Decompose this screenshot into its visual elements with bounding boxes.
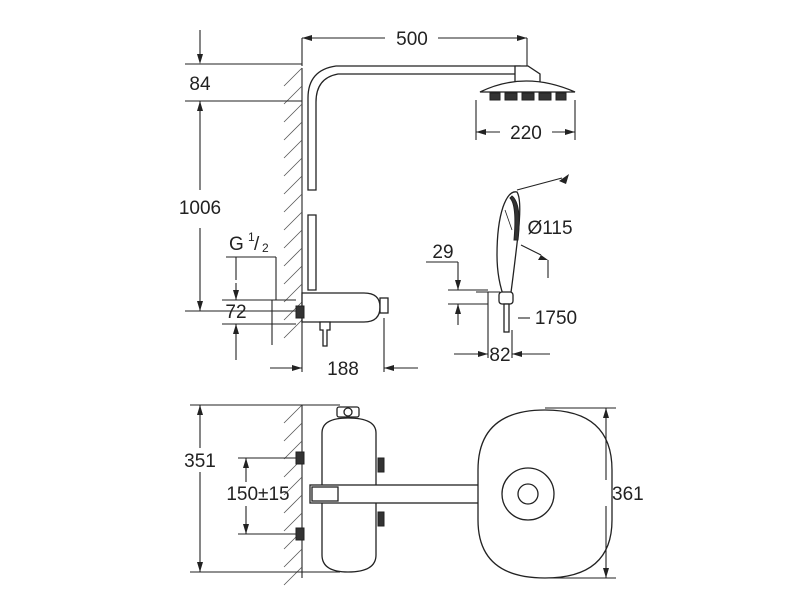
shower-head-nozzles [489, 92, 567, 101]
hand-shower-detail: Ø115 29 1750 82 [426, 174, 577, 366]
hand-shower-holder [498, 291, 514, 305]
dim-hand-shower-diameter: Ø115 [527, 218, 572, 239]
plate-center [517, 483, 539, 505]
dim-inlet-spacing: 150±15 [226, 484, 289, 505]
shower-head-body [479, 80, 576, 93]
dim-head-diameter: 220 [510, 123, 542, 144]
riser-lower [307, 214, 317, 291]
hand-shower-face [509, 195, 520, 241]
knob-lower [377, 511, 385, 527]
dim-top-offset: 84 [189, 74, 211, 95]
wall-hatching [283, 67, 303, 339]
riser-upper [307, 65, 521, 191]
dim-holder-offset: 29 [432, 242, 453, 263]
dim-connection-height: 72 [225, 302, 246, 323]
thermostat-body [301, 292, 381, 323]
dim-hose-length: 1750 [535, 308, 577, 329]
front-elevation: 351 150±15 361 [184, 404, 644, 586]
dim-arm-length: 500 [396, 29, 428, 50]
side-elevation: 500 84 220 1006 G 1 / 2 [179, 29, 576, 380]
wall-hatching-front [283, 404, 303, 586]
outlet-spout [319, 321, 331, 347]
arm-joint [514, 65, 541, 83]
inlet-hot [295, 451, 305, 465]
thermostat-knob [379, 297, 389, 314]
thread-denominator: 2 [262, 241, 269, 255]
hand-shower-body [496, 191, 521, 301]
inlet-cold [295, 527, 305, 541]
wall-connector [295, 305, 305, 319]
dim-plate-height: 361 [612, 484, 644, 505]
dim-projection: 188 [327, 359, 359, 380]
hand-shower-handle-stem [503, 303, 510, 333]
knob-upper [377, 457, 385, 473]
dim-panel-height: 351 [184, 451, 216, 472]
arm-inner-end [311, 486, 339, 502]
dim-height: 1006 [179, 198, 221, 219]
dim-holder-depth: 82 [489, 345, 510, 366]
thread-numerator: 1 [248, 230, 255, 244]
thread-label: G [229, 234, 244, 255]
svg-text:/: / [254, 234, 260, 255]
